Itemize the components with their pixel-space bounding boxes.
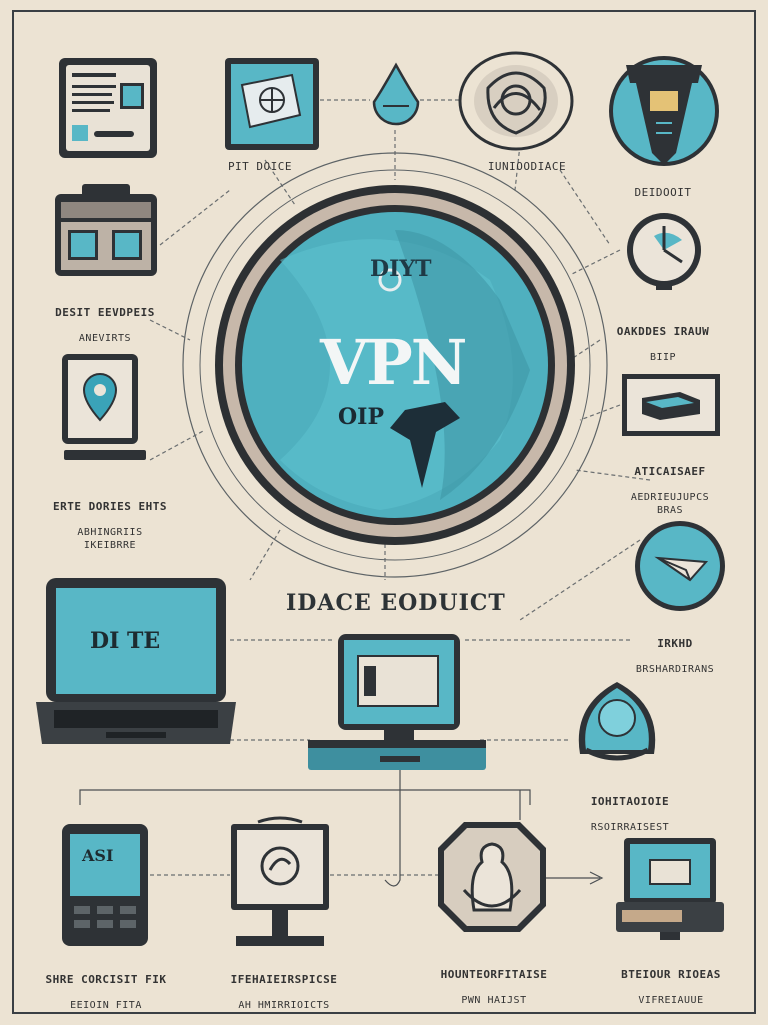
label-shield-top: DEIDOOIT <box>634 186 692 199</box>
desktop-icon <box>308 634 486 770</box>
label-phone: SHRE CORCISIT FIK EEIOIN FITA <box>26 960 186 1025</box>
page-frame <box>12 10 756 1014</box>
label-pin: ERTE DORIES EHTS ABHINGRIIS IKEIBRRE <box>30 487 190 565</box>
label-globe-top: IUNIOODIACE <box>487 160 567 173</box>
drop-icon <box>372 62 420 126</box>
phone-icon <box>62 824 148 946</box>
router-icon <box>622 374 720 436</box>
label-pin-line1: ERTE DORIES EHTS <box>53 500 167 513</box>
clock-icon <box>627 213 701 290</box>
label-send-line2: BRSHARDIRANS <box>635 664 715 675</box>
label-router-line1: ATICAISAEF <box>634 465 706 478</box>
label-send-line1: IRKHD <box>657 637 693 650</box>
monitor-chart-icon <box>225 58 319 150</box>
vpn-hub <box>215 185 575 545</box>
money-bag-icon <box>438 822 546 932</box>
label-router-line2: AEDRIEUJUPCS BRAS <box>630 492 710 516</box>
label-bag: HOUNTEORFITAISE PWN HAIJST <box>414 955 574 1020</box>
label-server-line2: ANEVIRTS <box>78 333 132 344</box>
center-caption: IDACE EODUICT <box>286 590 506 616</box>
laptop-screen-text: DI TE <box>90 628 161 654</box>
shield-badge-icon <box>609 56 719 166</box>
desktop-device-icon <box>616 838 724 940</box>
phone-screen-text: ASI <box>82 846 114 865</box>
label-device-line2: VIFREIAUUE <box>638 995 704 1006</box>
label-monitor: IFEHAIEIRSPICSE AH HMIRRIOICTS <box>200 960 368 1025</box>
label-phone-line1: SHRE CORCISIT FIK <box>45 973 167 986</box>
label-clock: OAKDDES IRAUW BIIP <box>588 312 738 377</box>
document-icon <box>59 58 157 158</box>
label-doc-top: PIT DOICE <box>227 160 293 173</box>
label-send: IRKHD BRSHARDIRANS <box>610 624 740 689</box>
label-server: DESIT EEVDPEIS ANEVIRTS <box>30 293 180 371</box>
label-server-line1: DESIT EEVDPEIS <box>55 306 155 319</box>
label-clock-line2: BIIP <box>649 352 677 363</box>
label-bag-line1: HOUNTEORFITAISE <box>440 968 548 981</box>
send-icon <box>635 521 725 611</box>
label-lock-line2: RSOIRRAISEST <box>590 822 670 833</box>
label-clock-line1: OAKDDES IRAUW <box>616 325 710 338</box>
monitor-icon <box>231 816 329 946</box>
label-monitor-line2: AH HMIRRIOICTS <box>238 1000 330 1011</box>
hub-title: VPN <box>320 326 467 399</box>
hub-top-text: DIYT <box>370 256 432 282</box>
location-pin-icon <box>62 354 146 460</box>
label-pin-line2: ABHINGRIIS IKEIBRRE <box>77 527 143 551</box>
label-monitor-line1: IFEHAIEIRSPICSE <box>230 973 338 986</box>
label-phone-line2: EEIOIN FITA <box>70 1000 142 1011</box>
label-lock: IOHITAOIOIE RSOIRRAISEST <box>560 782 700 847</box>
label-router: ATICAISAEF AEDRIEUJUPCS BRAS <box>590 452 750 530</box>
laptop-icon <box>36 578 236 744</box>
label-lock-line1: IOHITAOIOIE <box>590 795 670 808</box>
label-bag-line2: PWN HAIJST <box>461 995 527 1006</box>
label-device: BTEIOUR RIOEAS VIFREIAUUE <box>596 955 746 1020</box>
globe-knot-icon <box>458 51 574 151</box>
hub-bottom-text: OIP <box>338 404 384 430</box>
lock-dome-icon <box>578 682 656 761</box>
label-device-line1: BTEIOUR RIOEAS <box>621 968 721 981</box>
server-icon <box>55 184 157 276</box>
